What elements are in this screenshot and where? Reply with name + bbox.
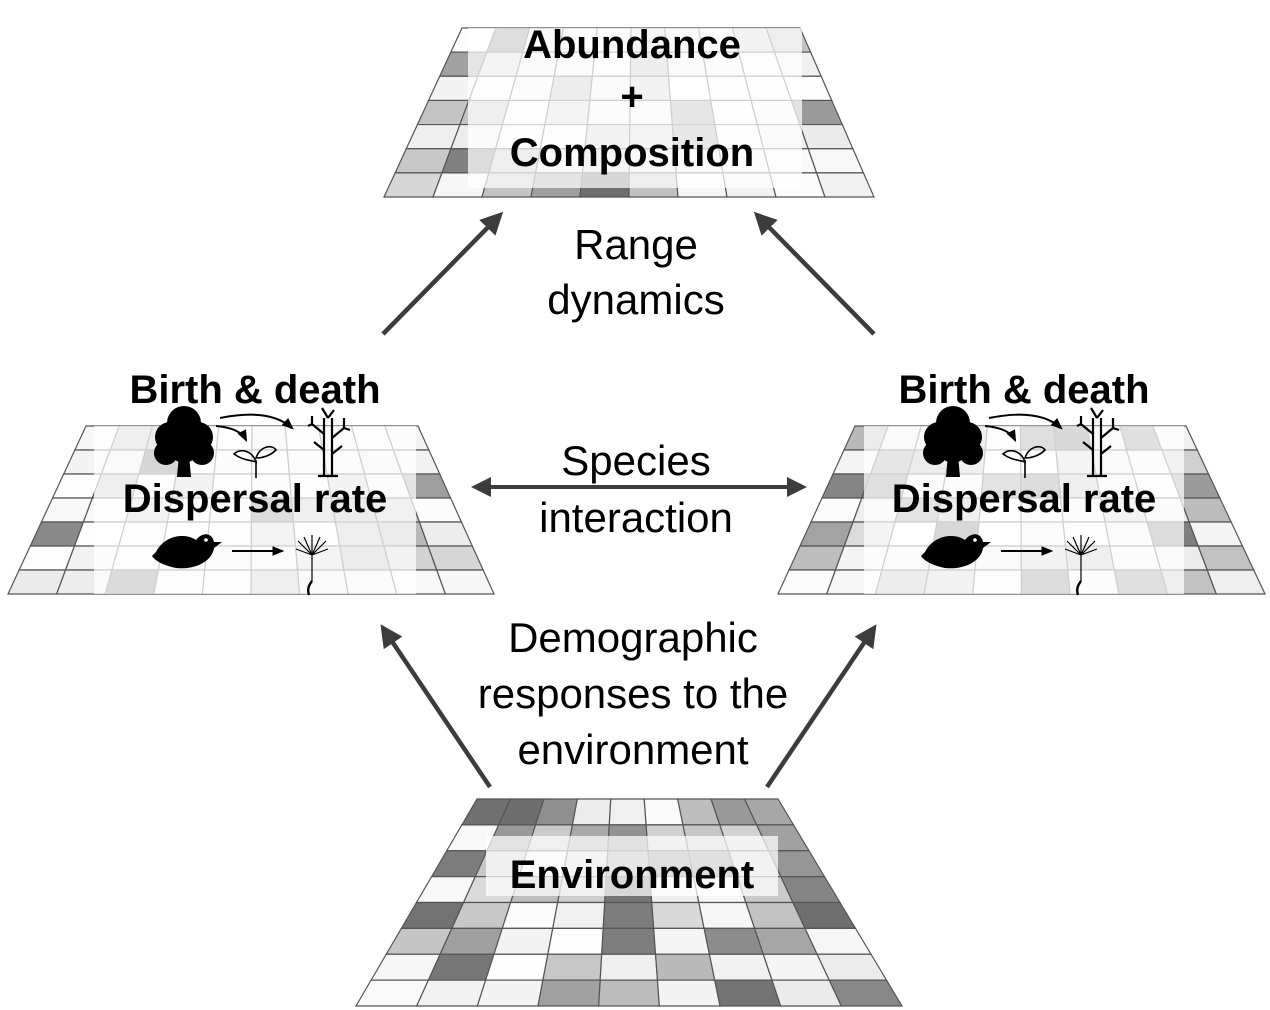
grid-cell — [598, 979, 660, 1007]
edge-label-responses: responses to the — [478, 670, 789, 717]
dandelion-seed-icon — [1064, 535, 1098, 596]
grid-cell — [643, 798, 684, 826]
grid-cell — [552, 901, 606, 929]
grid-cell — [601, 927, 657, 955]
bottom-label-environment: Environment — [510, 853, 754, 897]
grid-cell — [1179, 497, 1233, 523]
grid-cell — [777, 569, 837, 595]
grid-cell — [18, 545, 76, 571]
grid-cell — [383, 172, 443, 198]
grid-cell — [798, 123, 854, 150]
grid-cell — [409, 497, 463, 523]
right-label-dispersal: Dispersal rate — [892, 477, 1157, 521]
grid-cell — [1188, 521, 1244, 547]
grid-cell — [427, 953, 495, 981]
tree-icon — [154, 406, 214, 477]
right-label-birth-death: Birth & death — [898, 368, 1149, 412]
grid-cell — [1206, 569, 1266, 595]
dead-tree-icon — [307, 407, 351, 478]
label-backdrop — [468, 28, 802, 188]
grid-cell — [571, 798, 612, 826]
grid-cell — [656, 979, 721, 1007]
label-backdrop — [864, 426, 1184, 594]
arrow-env-to-right — [765, 624, 877, 789]
top-label-plus: + — [620, 75, 643, 119]
left-label-birth-death: Birth & death — [129, 368, 380, 412]
edge-label-species: Species — [561, 437, 710, 484]
grid-cell — [602, 901, 655, 929]
seedling-icon — [232, 445, 278, 478]
grid-cell — [608, 798, 647, 826]
arrow-env-to-left — [380, 624, 492, 789]
grid-cell — [816, 953, 888, 981]
tree-icon — [923, 406, 983, 477]
grid-cell — [698, 901, 756, 929]
grid-cell — [439, 927, 504, 955]
grid-cell — [804, 927, 873, 955]
dead-tree-icon — [1076, 407, 1120, 478]
dandelion-seed-icon — [295, 535, 329, 596]
edge-label-environment: environment — [517, 726, 748, 773]
label-backdrop — [94, 426, 416, 594]
grid-cell — [493, 927, 554, 955]
arrow-right-to-top — [753, 211, 876, 336]
grid-cell — [547, 927, 604, 955]
grid-cell — [653, 927, 711, 955]
bird-icon — [152, 534, 222, 569]
grid-cell — [394, 148, 452, 174]
grid-cell — [828, 979, 904, 1007]
grid-cell — [7, 569, 67, 595]
grid-cell — [599, 953, 659, 981]
grid-cell — [427, 545, 485, 571]
grid-cell — [654, 953, 716, 981]
edge-label-demographic: Demographic — [508, 614, 758, 661]
edge-label-range: Range — [574, 221, 698, 268]
edge-label-interaction: interaction — [539, 494, 733, 541]
left-icons — [152, 406, 351, 596]
right-icons — [921, 406, 1120, 596]
grid-cell — [1197, 545, 1255, 571]
curved-arrow-icon — [219, 413, 294, 430]
grid-cell — [815, 172, 875, 198]
grid-cell — [542, 953, 603, 981]
arrow-left-to-top — [381, 211, 504, 336]
grid-cell — [651, 901, 705, 929]
curved-arrow-icon — [988, 413, 1063, 430]
grid-cell — [476, 979, 544, 1007]
bird-icon — [921, 534, 991, 569]
grid-cell — [435, 569, 495, 595]
grid-cell — [537, 979, 601, 1007]
label-backdrop — [486, 836, 778, 896]
edge-label-dynamics: dynamics — [547, 276, 724, 323]
grid-cell — [703, 927, 765, 955]
grid-cell — [807, 148, 865, 174]
grid-cell — [708, 953, 773, 981]
top-label-abundance: Abundance — [523, 23, 741, 67]
grid-cell — [501, 901, 559, 929]
grid-cell — [788, 545, 846, 571]
grid-cell — [354, 979, 430, 1007]
top-label-composition: Composition — [510, 131, 754, 175]
seedling-icon — [1001, 445, 1047, 478]
grid-environment — [354, 798, 904, 1007]
grid-cell — [415, 979, 487, 1007]
curved-arrow-icon — [984, 425, 1017, 443]
grid-species-right — [777, 425, 1266, 595]
left-label-dispersal: Dispersal rate — [123, 477, 388, 521]
grid-cell — [484, 953, 549, 981]
grid-cell — [418, 521, 474, 547]
curved-arrow-icon — [215, 425, 248, 443]
grid-abundance — [383, 27, 875, 198]
grid-cell — [713, 979, 782, 1007]
